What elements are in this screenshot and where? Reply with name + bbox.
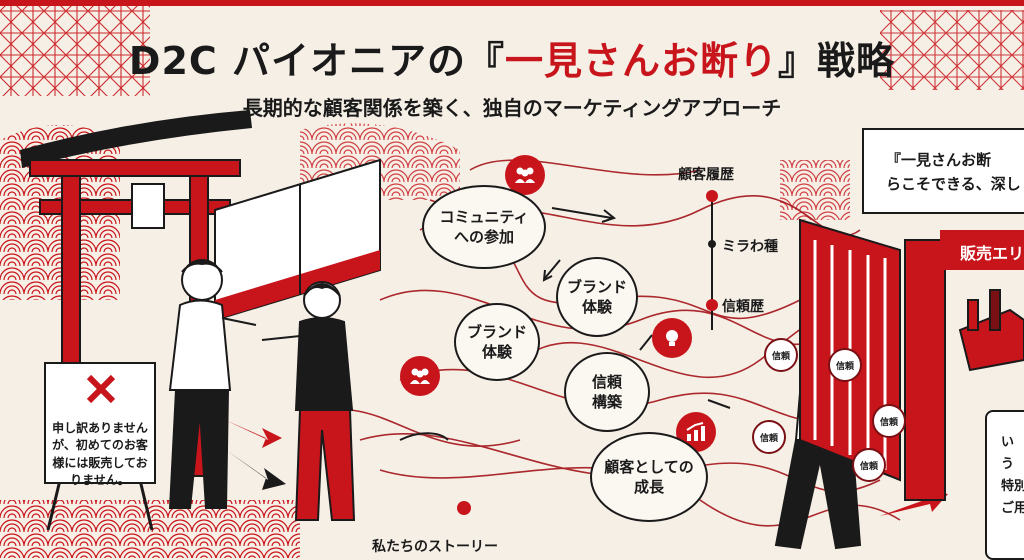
no-first-timers-sign: 申し訳ありませんが、初めてのお客様には販売しておりません。 xyxy=(44,362,156,487)
pattern-top-left xyxy=(0,6,150,96)
bubble-brand-experience-2: ブランド 体験 xyxy=(454,303,540,381)
wave-bottom xyxy=(0,500,300,558)
community-icon xyxy=(505,155,545,195)
right-sign-line: う xyxy=(1001,457,1015,473)
right-sign-line: 特別 xyxy=(1001,479,1024,495)
page-title: D2C パイオニアの『一見さんお断り』戦略 xyxy=(0,30,1024,85)
community-icon xyxy=(400,356,440,396)
right-sign-line: ご用 xyxy=(1001,501,1024,517)
timeline-history-label: 顧客履歴 xyxy=(678,167,734,183)
title-end: 』戦略 xyxy=(778,39,896,83)
sales-area-banner: 販売エリ xyxy=(940,230,1024,270)
bubble-brand-experience-1: ブランド 体験 xyxy=(556,257,638,337)
pattern-top-right xyxy=(880,10,1024,90)
top-accent-bar xyxy=(0,0,1024,6)
trust-badge: 信頼 xyxy=(828,348,862,382)
bubble-trust: 信頼 構築 xyxy=(564,352,650,432)
bubble-community: コミュニティ への参加 xyxy=(422,185,546,269)
torii-gate xyxy=(20,110,252,477)
sign-legs xyxy=(46,479,154,531)
page-subtitle: 長期的な顧客関係を築く、独自のマーケティングアプローチ xyxy=(242,96,782,120)
person-right xyxy=(261,281,356,521)
arrows xyxy=(399,207,731,441)
shrine-wall xyxy=(214,158,381,322)
panel-line-1: 『一見さんお断 xyxy=(886,151,992,169)
timeline-mid-label: ミラわ種 xyxy=(722,239,778,255)
trust-badge: 信頼 xyxy=(764,338,798,372)
trust-badge: 信頼 xyxy=(752,420,786,454)
person-left xyxy=(168,259,257,509)
title-highlight: 一見さんお断り xyxy=(505,39,779,83)
lightbulb-icon xyxy=(652,318,692,358)
story-text: 私たちのストーリー xyxy=(372,539,498,555)
cross-icon xyxy=(86,374,116,404)
trust-badge: 信頼 xyxy=(852,448,886,482)
bubble-customer-growth: 顧客としての 成長 xyxy=(590,432,708,522)
panel-line-2: らこそできる、深し xyxy=(886,175,1021,193)
right-sign-line: い xyxy=(1001,435,1015,450)
info-panel: 『一見さんお断 らこそできる、深し xyxy=(862,128,1024,214)
trust-badge: 信頼 xyxy=(872,404,906,438)
timeline-trust-label: 信頼歴 xyxy=(722,299,764,315)
sign-text: 申し訳ありませんが、初めてのお客様には販売しておりません。 xyxy=(52,421,148,488)
timeline xyxy=(706,190,718,330)
wave-right xyxy=(780,160,850,220)
title-main: D2C パイオニアの『 xyxy=(128,39,506,83)
right-sign: い う 特別 ご用 xyxy=(985,410,1024,560)
story-marker-icon xyxy=(457,501,471,515)
